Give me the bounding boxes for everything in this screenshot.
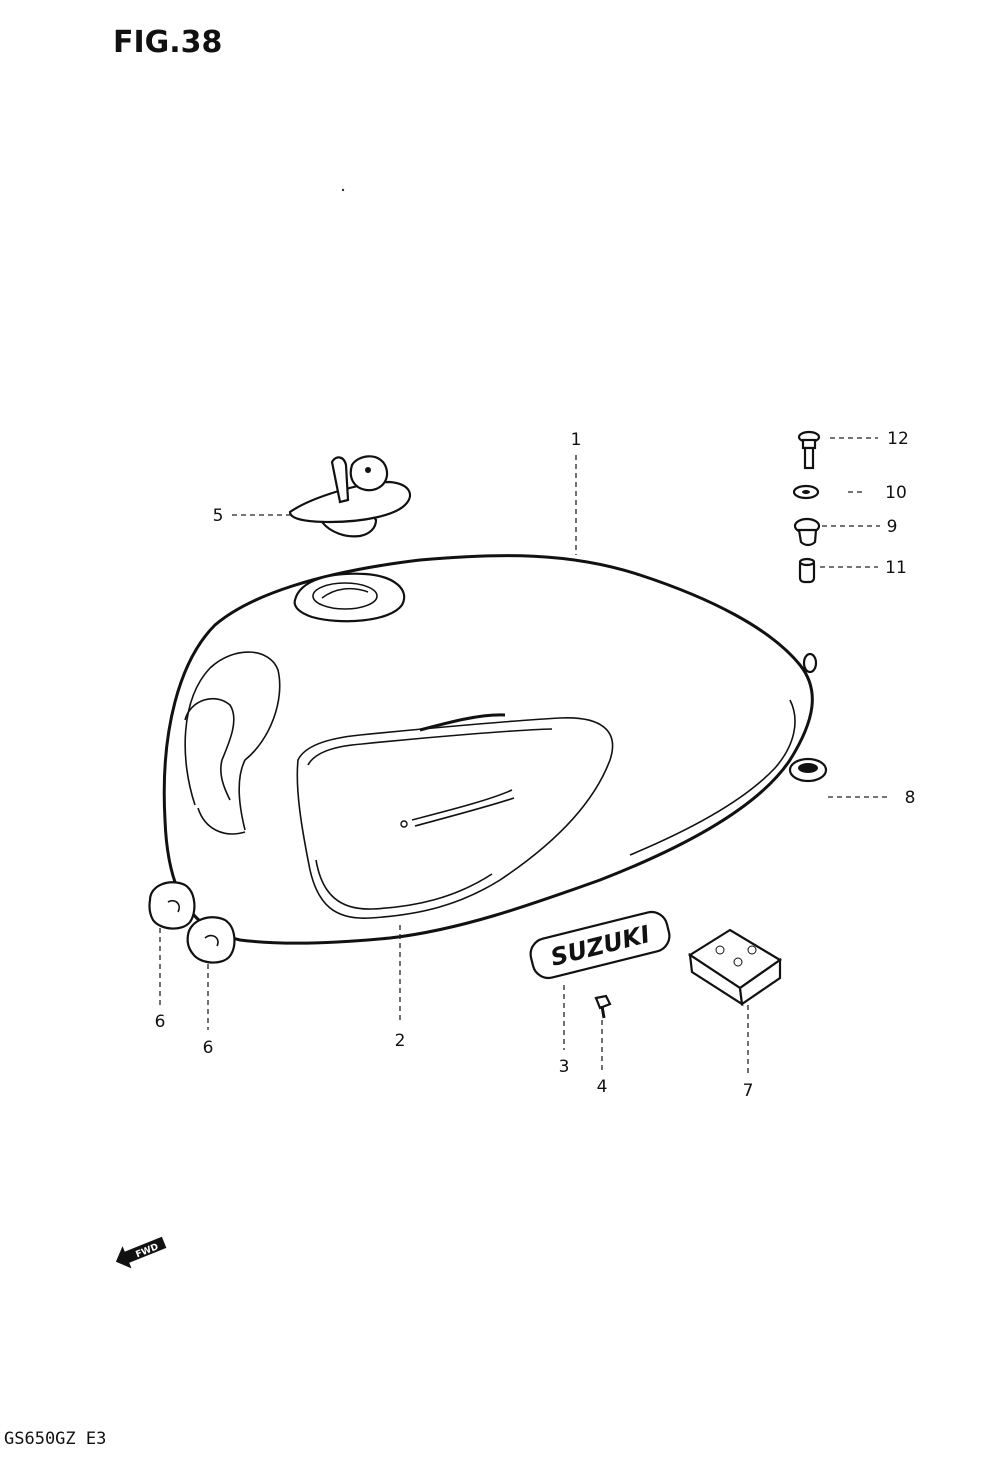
callout-2: 2 [395,1031,406,1051]
callout-5: 5 [213,506,224,526]
spacer [798,557,816,584]
mount-cushion [793,517,821,547]
callout-10: 10 [885,483,907,503]
forward-arrow-label: FWD [134,1242,160,1260]
washer [792,484,820,500]
grommet [788,757,828,783]
callout-6-left: 6 [155,1012,166,1032]
bolt [797,430,821,470]
forward-arrow-icon: FWD [115,1236,167,1269]
model-code: GS650GZ E3 [4,1429,106,1449]
fuel-cap [288,455,412,538]
callout-7: 7 [743,1081,754,1101]
tank-cushion-left [148,881,196,930]
callout-8: 8 [905,788,916,808]
figure-label: FIG.38 [113,25,222,60]
tank-rubber [687,928,783,1007]
callout-1: 1 [571,430,582,450]
emblem-screw [594,994,612,1019]
tank-cushion-right [186,916,236,964]
callout-4: 4 [597,1077,608,1097]
callout-11: 11 [885,558,907,578]
callout-9: 9 [887,517,898,537]
callout-3: 3 [559,1057,570,1077]
emblem: SUZUKI [529,910,671,980]
fuel-tank [162,554,818,945]
callout-6-right: 6 [203,1038,214,1058]
callout-12: 12 [887,429,909,449]
